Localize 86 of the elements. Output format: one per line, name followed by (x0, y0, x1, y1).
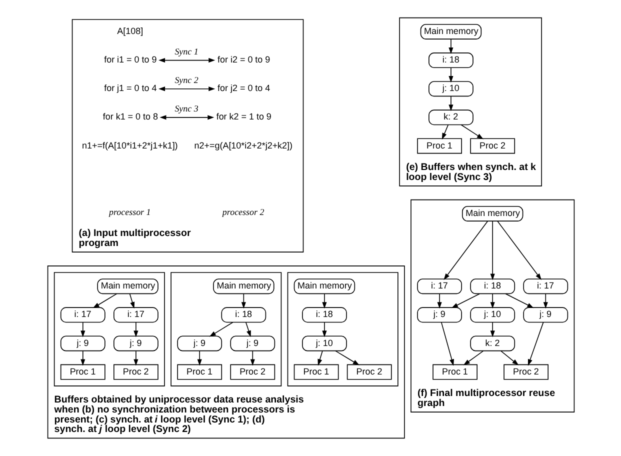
arrow (443, 220, 488, 280)
edge-label: Sync 3 (174, 104, 198, 114)
arrow (490, 220, 494, 280)
node-text: for j1 = 0 to 4 (104, 83, 156, 94)
node-box: Main memory (96, 278, 158, 294)
edge-label: Sync 2 (174, 74, 198, 85)
label: n1+=f(A[10*i1+2*j1+k1]) (82, 140, 178, 150)
label: processor 1 (108, 207, 150, 218)
arrow (460, 124, 483, 140)
node-box: j: 10 (470, 307, 515, 323)
arrow (322, 322, 326, 338)
node-box: j: 9 (60, 336, 105, 352)
node-box: Proc 2 (113, 364, 158, 380)
node-box: j: 10 (428, 81, 473, 97)
arrow (490, 322, 494, 338)
arrow (527, 322, 544, 366)
arrow (440, 322, 454, 366)
node-box: j: 9 (113, 336, 158, 352)
cluster (170, 272, 282, 386)
node-box: Proc 1 (60, 364, 105, 380)
arrow (92, 293, 117, 308)
edge-label: Sync 1 (174, 46, 198, 56)
node-box: Proc 1 (416, 138, 462, 154)
arrow (462, 350, 484, 366)
arrow (158, 86, 215, 92)
arrow (196, 350, 202, 366)
node-box: i: 17 (522, 278, 568, 294)
arrow (504, 293, 534, 308)
arrow (441, 124, 448, 140)
arrow (542, 294, 548, 309)
label: A[108] (116, 26, 143, 36)
node-box: Proc 2 (470, 138, 515, 154)
arrow (158, 58, 215, 63)
arrow (133, 322, 138, 338)
node-box: i: 17 (60, 307, 105, 323)
arrow (128, 294, 134, 309)
cluster (286, 272, 398, 386)
arrow (317, 350, 322, 366)
arrow (80, 322, 85, 338)
node-text: for i2 = 0 to 9 (217, 54, 270, 65)
arrow (80, 350, 85, 366)
arrow (250, 350, 254, 366)
node-box: j: 9 (230, 336, 275, 352)
node-box: Main memory (420, 24, 482, 40)
node-box: i: 17 (416, 278, 462, 294)
node-box: j: 9 (522, 307, 568, 323)
node-box: Proc 1 (293, 364, 338, 380)
node-box: k: 2 (470, 336, 515, 352)
cluster (53, 272, 164, 386)
node-text: for k2 = 1 to 9 (216, 112, 271, 122)
node-box: Proc 2 (346, 364, 392, 380)
node-box: Main memory (293, 278, 355, 294)
node-text: for i1 = 0 to 9 (104, 54, 156, 65)
arrow (450, 293, 480, 308)
node-box: i: 18 (470, 278, 515, 294)
arrow (436, 294, 442, 309)
node-box: Proc 2 (230, 364, 275, 380)
node-text: for k1 = 0 to 8 (102, 112, 158, 122)
node-box: i: 17 (113, 307, 158, 323)
node-box: j: 9 (176, 336, 222, 352)
arrow (245, 322, 250, 338)
node-box: Proc 1 (432, 364, 477, 380)
arrow (448, 96, 453, 112)
node-box: Main memory (461, 206, 523, 222)
node-box: Proc 2 (503, 364, 548, 380)
label: processor 2 (222, 207, 264, 218)
node-text: for j2 = 0 to 4 (217, 83, 270, 94)
arrow (448, 67, 453, 83)
arrow (159, 115, 214, 120)
arrow (133, 350, 138, 366)
arrow (496, 220, 541, 280)
node-box: i: 18 (428, 52, 473, 68)
arrow (322, 294, 326, 309)
arrow (334, 350, 359, 366)
node-box: j: 9 (416, 307, 462, 323)
node-box: Main memory (212, 278, 274, 294)
arrow (208, 322, 233, 337)
arrow (500, 350, 518, 366)
arrow (448, 38, 453, 54)
arrow (490, 294, 494, 309)
label: n2+=g(A[10*i2+2*j2+k2]) (194, 140, 292, 150)
node-box: k: 2 (428, 110, 473, 126)
node-box: Proc 1 (176, 364, 222, 380)
node-box: j: 10 (302, 336, 346, 352)
node-box: i: 18 (302, 307, 346, 323)
node-box: i: 18 (220, 307, 266, 323)
